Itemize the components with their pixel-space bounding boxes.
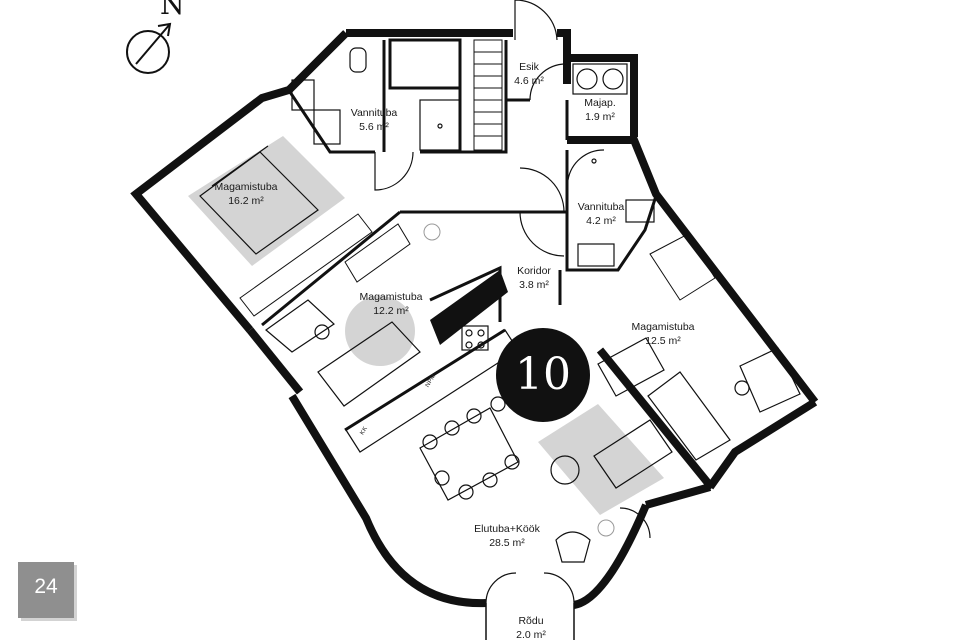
walls	[130, 29, 819, 609]
room-name: Majap.	[584, 97, 616, 109]
doors	[374, 0, 651, 604]
room-name: Magamistuba	[631, 321, 695, 333]
room-area: 12.5 m²	[645, 335, 681, 347]
room-name: Esik	[519, 61, 539, 73]
room-name: Magamistuba	[359, 291, 423, 303]
room-label-majap: Majap. 1.9 m²	[584, 96, 616, 124]
room-label-koridor: Koridor 3.8 m²	[517, 264, 551, 292]
room-area: 3.8 m²	[519, 279, 549, 291]
room-name: Koridor	[517, 265, 551, 277]
room-label-esik: Esik 4.6 m²	[514, 60, 544, 88]
room-name: Vannituba	[577, 201, 625, 213]
wardrobe-block	[430, 270, 508, 345]
room-name: Rõdu	[518, 615, 544, 627]
room-name: Vannituba	[350, 107, 398, 119]
room-area: 12.2 m²	[373, 305, 409, 317]
room-area: 1.9 m²	[585, 111, 615, 123]
room-name: Elutuba+Köök	[474, 523, 540, 535]
apartment-number-badge: 10	[496, 328, 590, 422]
balcony-outline	[485, 603, 575, 640]
room-label-magamistuba-2: Magamistuba 12.2 m²	[359, 290, 422, 318]
wardrobe-hatch	[239, 39, 716, 317]
room-area: 4.6 m²	[514, 75, 544, 87]
plant-icon	[423, 223, 615, 537]
room-label-rodu: Rõdu 2.0 m²	[516, 614, 546, 642]
room-label-magamistuba-1: Magamistuba 16.2 m²	[214, 180, 277, 208]
room-area: 4.2 m²	[586, 215, 616, 227]
room-area: 5.6 m²	[359, 121, 389, 133]
room-label-vannituba-1: Vannituba 5.6 m²	[351, 106, 398, 134]
room-area: 28.5 m²	[489, 537, 525, 549]
room-label-magamistuba-3: Magamistuba 12.5 m²	[631, 320, 694, 348]
page-number-badge: 24	[18, 562, 74, 618]
fixtures	[199, 47, 801, 563]
room-area: 2.0 m²	[516, 629, 546, 641]
room-area: 16.2 m²	[228, 195, 264, 207]
room-label-vannituba-2: Vannituba 4.2 m²	[578, 200, 625, 228]
room-label-elutuba: Elutuba+Köök 28.5 m²	[474, 522, 540, 550]
north-arrow-icon	[126, 22, 172, 74]
rug-shading	[188, 136, 664, 515]
room-name: Magamistuba	[214, 181, 278, 193]
north-label: N	[160, 0, 185, 21]
